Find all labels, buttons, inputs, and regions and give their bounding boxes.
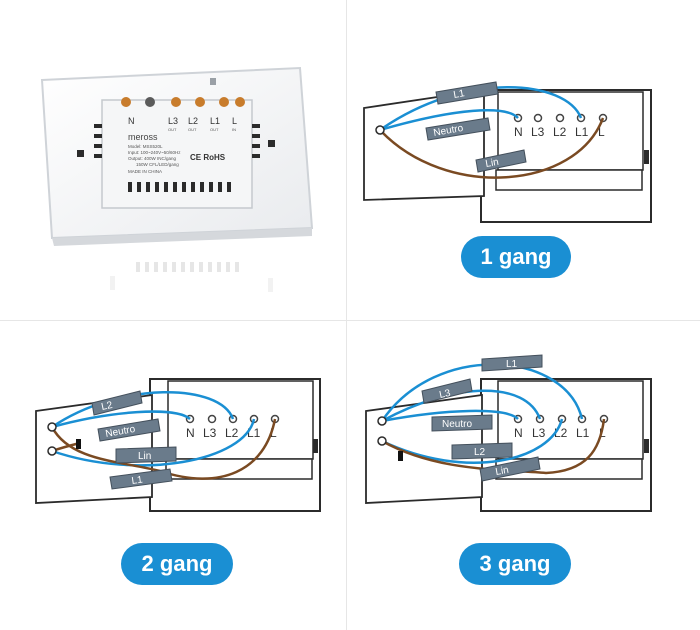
- wire-l2: [51, 390, 235, 429]
- made-in-text: MADE IN CHINA: [128, 169, 162, 174]
- svg-text:L3: L3: [531, 125, 545, 139]
- svg-text:Lin: Lin: [485, 157, 500, 170]
- svg-text:L1: L1: [506, 359, 518, 370]
- tag-l1: L1: [435, 81, 499, 105]
- svg-text:Neutro: Neutro: [442, 419, 472, 430]
- svg-text:L2: L2: [100, 400, 114, 413]
- tag-l3: L3: [421, 378, 473, 404]
- wire-junction: [47, 422, 57, 432]
- model-text: Model: MSS520L: [128, 144, 163, 149]
- cert-marks: CE RoHS: [190, 153, 226, 162]
- tag-neutro: Neutro: [97, 418, 161, 442]
- terminal-screw: [121, 97, 131, 107]
- wire-junction: [377, 416, 387, 426]
- svg-text:N: N: [186, 426, 195, 440]
- screw-hole: [268, 140, 275, 147]
- svg-text:Lin: Lin: [138, 451, 151, 462]
- vertical-divider: [346, 0, 347, 630]
- svg-text:OUT: OUT: [168, 127, 177, 132]
- svg-text:L2: L2: [474, 447, 486, 458]
- terminal-label: L: [232, 116, 237, 126]
- screw-hole: [77, 150, 84, 157]
- tag-lin: Lin: [115, 446, 177, 464]
- wire-connector: [398, 451, 403, 461]
- wiring-diagram: N L3 L2 L1 L L1 Neutro Lin: [363, 81, 652, 223]
- diagram-1-gang: N L3 L2 L1 L L1 Neutro Lin 1 gang: [346, 0, 700, 320]
- terminal-label: L2: [188, 116, 198, 126]
- wire-neutro: [51, 410, 191, 429]
- terminal-label: L1: [210, 116, 220, 126]
- diagram-3-gang: N L3 L2 L1 L L1 L3 Neutro L2: [346, 321, 700, 630]
- svg-text:L1: L1: [453, 88, 466, 101]
- svg-text:L1: L1: [575, 125, 589, 139]
- wire-neutro: [381, 409, 519, 423]
- terminal-screw: [235, 97, 245, 107]
- wire-lin: [381, 418, 606, 475]
- svg-text:L: L: [270, 426, 277, 440]
- brand-logo: meross: [128, 132, 158, 142]
- terminal-label: L3: [168, 116, 178, 126]
- svg-text:L2: L2: [553, 125, 567, 139]
- wire-lin: [379, 117, 605, 179]
- svg-text:Lin: Lin: [495, 465, 510, 478]
- terminal-labels: N L3 L2 L1 L: [514, 125, 605, 139]
- output-text-2: 150W CFL/LED/gang: [136, 162, 179, 167]
- tag-l2: L2: [91, 390, 143, 416]
- svg-text:Neutro: Neutro: [433, 123, 465, 139]
- wire-connector: [76, 439, 81, 449]
- terminal-label: N: [128, 116, 135, 126]
- wire-l1: [379, 86, 583, 132]
- wire-l1: [51, 418, 256, 467]
- product-photo: N L3 L2 L1 L OUT OUT OUT IN meross Model…: [0, 0, 346, 320]
- svg-text:L1: L1: [131, 474, 144, 487]
- wire-neutro: [379, 109, 519, 132]
- screw-hole: [210, 78, 216, 85]
- horizontal-divider: [0, 320, 700, 321]
- terminal-screw: [171, 97, 181, 107]
- svg-text:OUT: OUT: [188, 127, 197, 132]
- svg-text:L1: L1: [576, 426, 590, 440]
- wire-junction: [377, 436, 387, 446]
- gang-badge: 2 gang: [121, 543, 233, 585]
- svg-text:OUT: OUT: [210, 127, 219, 132]
- svg-text:L: L: [598, 125, 605, 139]
- wire-l3: [381, 389, 542, 423]
- wire-l2: [381, 418, 564, 464]
- diagram-2-gang: N L3 L2 L1 L L2 Neutro Lin L1 2 ga: [0, 321, 346, 630]
- tag-l1: L1: [481, 354, 543, 372]
- switch-back-illustration: N L3 L2 L1 L OUT OUT OUT IN meross Model…: [40, 66, 314, 292]
- svg-text:L3: L3: [438, 388, 452, 401]
- tag-neutro: Neutro: [431, 414, 493, 432]
- svg-text:N: N: [514, 426, 523, 440]
- terminal-screw: [195, 97, 205, 107]
- reflection: [110, 262, 273, 292]
- output-text: Output: 400W INC/gang: [128, 156, 177, 161]
- tag-lin: Lin: [479, 456, 541, 482]
- gang-badge: 1 gang: [461, 236, 571, 278]
- input-text: Input: 100~240V~50/60Hz: [128, 150, 181, 155]
- tag-lin: Lin: [475, 149, 527, 173]
- gang-badge: 3 gang: [459, 543, 571, 585]
- svg-text:N: N: [514, 125, 523, 139]
- vent-slots: [128, 182, 231, 192]
- wiring-diagram: N L3 L2 L1 L L1 L3 Neutro L2: [365, 354, 652, 512]
- tag-l1: L1: [109, 468, 173, 490]
- svg-text:IN: IN: [232, 127, 236, 132]
- terminal-screw: [219, 97, 229, 107]
- svg-text:L3: L3: [203, 426, 217, 440]
- tag-l2: L2: [451, 442, 513, 460]
- svg-text:Neutro: Neutro: [105, 424, 137, 440]
- wire-junction: [375, 125, 385, 135]
- svg-text:L3: L3: [532, 426, 546, 440]
- wire-junction: [47, 446, 57, 456]
- wiring-diagram: N L3 L2 L1 L L2 Neutro Lin L1: [35, 378, 321, 512]
- svg-text:L2: L2: [225, 426, 239, 440]
- tag-neutro: Neutro: [425, 117, 491, 141]
- terminal-screw: [145, 97, 155, 107]
